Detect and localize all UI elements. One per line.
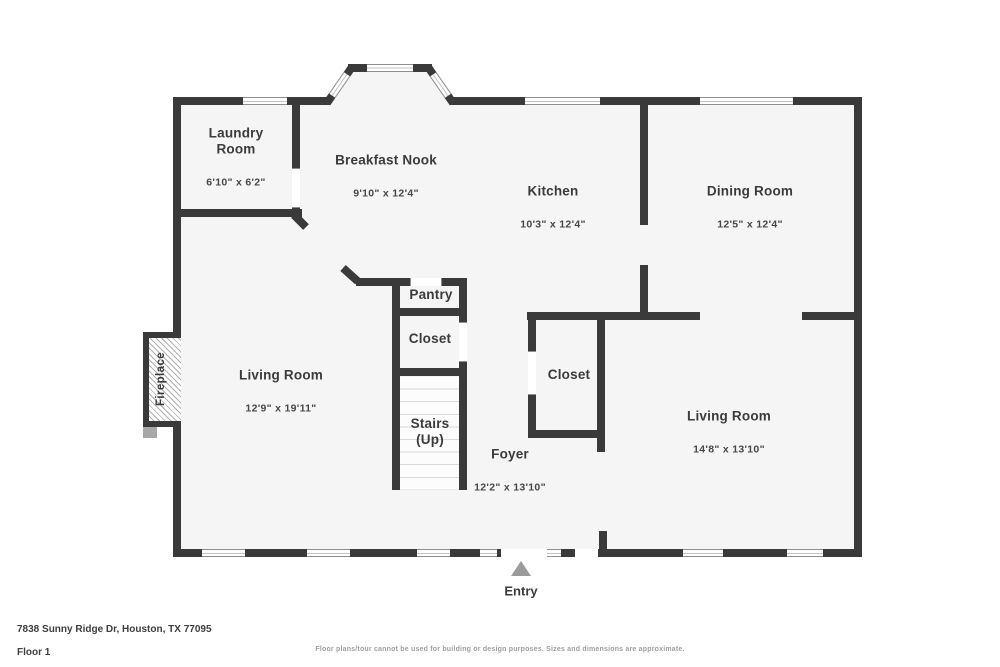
window bbox=[202, 549, 245, 557]
entry-opening bbox=[501, 549, 547, 557]
bay-window bbox=[323, 64, 457, 106]
room-label-pantry: Pantry bbox=[409, 269, 452, 321]
room-name: Breakfast Nook bbox=[335, 152, 437, 168]
wall-opening bbox=[575, 549, 598, 557]
wall bbox=[292, 101, 300, 218]
room-label-foyer: Foyer 12'2" x 13'10" bbox=[474, 429, 546, 514]
address-text: 7838 Sunny Ridge Dr, Houston, TX 77095 bbox=[17, 624, 212, 635]
wall bbox=[527, 312, 700, 320]
room-name: Living Room bbox=[687, 408, 771, 424]
room-label-kitchen: Kitchen 10'3" x 12'4" bbox=[520, 166, 586, 251]
room-name: Stairs (Up) bbox=[410, 416, 450, 447]
room-name: Closet bbox=[547, 367, 591, 382]
fireplace-hearth bbox=[143, 427, 157, 438]
window bbox=[307, 549, 350, 557]
room-name: Closet bbox=[408, 331, 452, 346]
wall bbox=[442, 278, 467, 286]
window bbox=[525, 97, 600, 105]
room-label-stairs: Stairs (Up) bbox=[411, 398, 450, 466]
wall bbox=[392, 308, 467, 316]
door-opening bbox=[292, 168, 300, 208]
wall bbox=[450, 97, 862, 105]
room-name: Kitchen bbox=[527, 183, 579, 199]
room-name: Dining Room bbox=[706, 183, 794, 199]
wall bbox=[597, 312, 605, 452]
room-label-breakfast-nook: Breakfast Nook 9'10" x 12'4" bbox=[335, 135, 437, 220]
room-name: Living Room bbox=[239, 367, 323, 383]
room-label-living-room-left: Living Room 12'9" x 19'11" bbox=[239, 350, 323, 435]
door-opening bbox=[410, 278, 442, 286]
room-label-fireplace: Fireplace bbox=[155, 351, 167, 407]
wall bbox=[640, 265, 648, 316]
room-label-dining-room: Dining Room 12'5" x 12'4" bbox=[707, 166, 793, 251]
room-name: Pantry bbox=[409, 287, 453, 302]
wall bbox=[392, 368, 467, 376]
door-opening bbox=[528, 351, 536, 395]
room-dims: 10'3" x 12'4" bbox=[520, 218, 586, 231]
wall bbox=[854, 97, 862, 557]
window bbox=[700, 97, 793, 105]
window bbox=[683, 549, 723, 557]
fireplace-box bbox=[143, 332, 181, 427]
room-name: Laundry Room bbox=[208, 125, 264, 157]
window bbox=[243, 97, 287, 105]
room-dims: 12'5" x 12'4" bbox=[717, 218, 783, 231]
wall bbox=[356, 278, 410, 286]
window bbox=[417, 549, 450, 557]
floor-area bbox=[173, 97, 862, 557]
wall bbox=[392, 278, 400, 490]
entry-arrow-icon bbox=[511, 561, 531, 576]
window bbox=[787, 549, 823, 557]
entry-label: Entry bbox=[504, 583, 538, 599]
disclaimer-text: Floor plans/tour cannot be used for buil… bbox=[315, 646, 685, 653]
room-dims: 12'2" x 13'10" bbox=[474, 481, 546, 494]
wall bbox=[802, 312, 854, 320]
wall bbox=[459, 278, 467, 490]
door-opening bbox=[459, 322, 467, 362]
room-label-laundry: Laundry Room 6'10" x 6'2" bbox=[206, 108, 265, 209]
wall bbox=[640, 105, 648, 225]
room-dims: 9'10" x 12'4" bbox=[353, 187, 419, 200]
room-dims: 12'9" x 19'11" bbox=[245, 402, 317, 415]
wall bbox=[528, 430, 605, 438]
room-dims: 6'10" x 6'2" bbox=[206, 176, 266, 189]
wall bbox=[173, 97, 181, 557]
room-dims: 14'8" x 13'10" bbox=[693, 443, 765, 456]
room-name: Foyer bbox=[491, 446, 529, 462]
room-label-living-room-right: Living Room 14'8" x 13'10" bbox=[687, 391, 771, 476]
wall bbox=[173, 209, 302, 217]
room-label-closet-hall: Closet bbox=[409, 313, 451, 365]
wall bbox=[599, 531, 607, 557]
window bbox=[480, 549, 497, 557]
window bbox=[547, 549, 561, 557]
stairs-steps bbox=[400, 377, 459, 490]
floor-number-text: Floor 1 bbox=[17, 647, 51, 658]
room-label-closet-foyer: Closet bbox=[548, 349, 590, 401]
